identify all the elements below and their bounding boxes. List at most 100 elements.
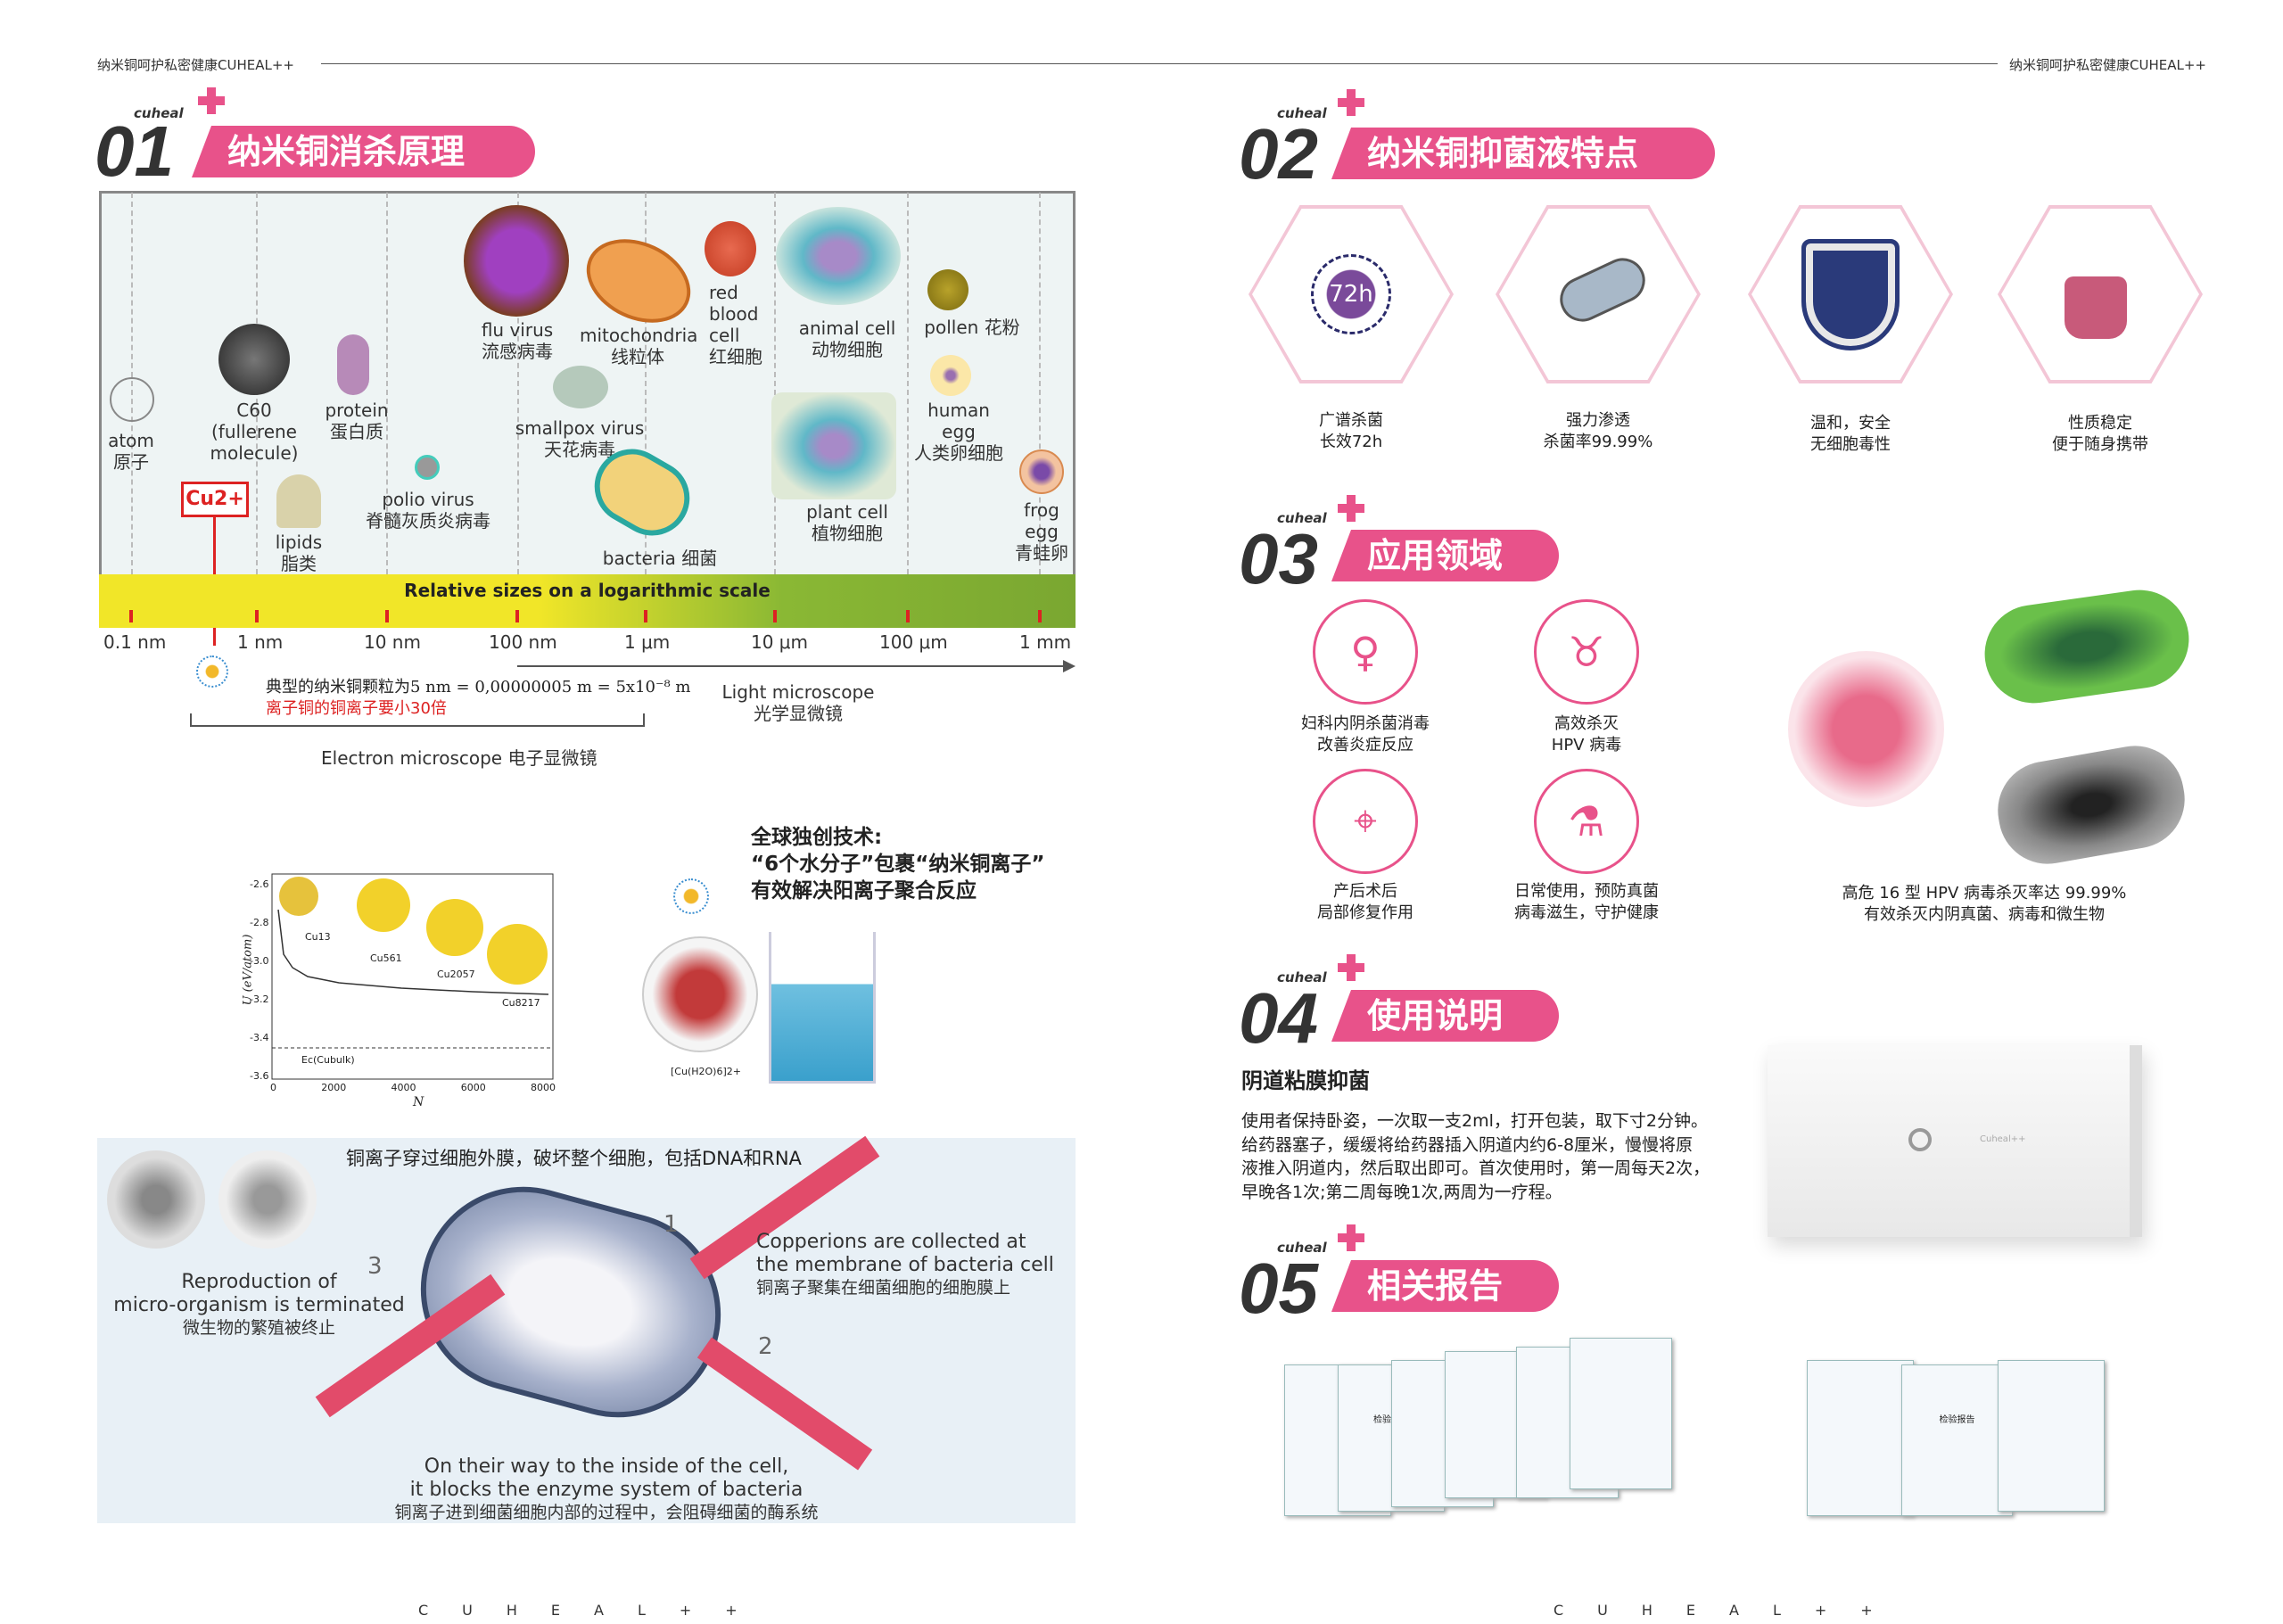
pollen-icon: [927, 269, 968, 310]
section-banner: 纳米铜抑菌液特点: [1331, 128, 1715, 179]
usage-instructions: 使用者保持卧姿，一次取一支2ml，打开包装，取下寸2分钟。给药器塞子，缓缓将给药…: [1241, 1111, 1710, 1202]
global-tech-text: 全球独创技术:“6个水分子”包裹“纳米铜离子”有效解决阳离子聚合反应: [751, 826, 1045, 903]
tick-label: 1 nm: [237, 631, 284, 653]
micrograph-image: [107, 1150, 205, 1249]
uterus-icon: ♉: [1534, 599, 1639, 705]
section-banner: 纳米铜消杀原理: [192, 126, 535, 177]
fullerene-icon: [218, 324, 290, 395]
gridline: [517, 193, 519, 574]
gynecology-icon: ♀: [1313, 599, 1418, 705]
light-microscope-arrow: [517, 665, 1070, 667]
uterus-illustration: [1788, 651, 1944, 807]
frog-egg-icon: [1019, 449, 1064, 494]
daily-use-icon: ⚗: [1534, 769, 1639, 874]
report-title: 检验报告: [1939, 1415, 1975, 1425]
cluster-label: Cu8217: [502, 997, 540, 1009]
section-number: 02: [1239, 114, 1318, 194]
section-number: 05: [1239, 1249, 1318, 1328]
hydrated-copper-ion-icon: [642, 936, 758, 1052]
application-caption: 产后术后局部修复作用: [1317, 882, 1413, 923]
energy-plot: [271, 873, 554, 1080]
section-number: 04: [1239, 978, 1318, 1058]
plus-icon: [1338, 954, 1364, 981]
shield-icon: [1801, 239, 1900, 350]
report-document: [1807, 1360, 1914, 1516]
mechanism-top-text: 铜离子穿过细胞外膜，破坏整个细胞，包括DNA和RNA: [346, 1148, 802, 1169]
tick-label: 10 μm: [751, 631, 809, 653]
feature-caption: 强力渗透杀菌率99.99%: [1543, 411, 1653, 452]
feature-broad-spectrum: [1249, 205, 1454, 383]
cluster-label: Cu13: [305, 931, 331, 943]
electron-bracket: [190, 713, 645, 727]
usage-heading: 阴道粘膜抑菌: [1241, 1068, 1370, 1093]
step-number: 3: [367, 1253, 383, 1280]
tick-mark: [129, 610, 133, 622]
gridline: [1039, 193, 1041, 574]
header-rule: [321, 63, 1998, 64]
beaker-icon: [769, 932, 876, 1084]
brand-small: cuheal: [1277, 510, 1327, 526]
feature-caption: 温和，安全无细胞毒性: [1810, 414, 1891, 455]
cluster-cu13: [279, 877, 318, 916]
y-ticks: -2.6-2.8-3.0-3.2-3.4-3.6: [250, 878, 269, 1082]
report-document: [1998, 1360, 2105, 1512]
feature-caption: 性质稳定便于随身携带: [2052, 414, 2148, 455]
nano-copper-note: 典型的纳米铜颗粒为5 nm = 0,00000005 m = 5x10⁻⁸ m: [266, 678, 691, 697]
hpv-caption: 高危 16 型 HPV 病毒杀灭率达 99.99%有效杀灭内阴真菌、病毒和微生物: [1842, 884, 2127, 925]
application-caption: 妇科内阴杀菌消毒改善炎症反应: [1301, 714, 1430, 755]
tick-mark: [255, 610, 259, 622]
atom-icon: [110, 377, 154, 422]
micrograph-image: [218, 1150, 317, 1249]
tick-mark: [906, 610, 910, 622]
step-number: 2: [758, 1333, 773, 1360]
x-axis-label: N: [413, 1095, 424, 1109]
gridline: [645, 193, 647, 574]
section-banner: 使用说明: [1331, 990, 1559, 1042]
plus-icon: [1338, 1224, 1364, 1251]
section-number: 03: [1239, 519, 1318, 598]
report-document: 检验报告: [1901, 1364, 2013, 1516]
cluster-cu561: [357, 878, 410, 932]
tick-mark: [644, 610, 647, 622]
product-logo-icon: [1908, 1128, 1932, 1151]
cluster-cu2057: [426, 899, 483, 956]
postpartum-icon: ⌖: [1313, 769, 1418, 874]
cluster-label: Cu2057: [437, 969, 475, 980]
tick-mark: [385, 610, 389, 622]
label-c60: C60 (fullerene molecule): [210, 400, 299, 464]
section-banner: 相关报告: [1331, 1260, 1559, 1312]
plus-icon: [1338, 495, 1364, 522]
copper-ion-icon: [673, 878, 709, 914]
cu2-label: Cu2+: [181, 482, 249, 517]
footer-left: CUHEAL++: [418, 1602, 771, 1619]
brand-small: cuheal: [1277, 969, 1327, 985]
bacteria-illustration: [1978, 583, 2196, 710]
virus-illustration: [1990, 738, 2193, 872]
formula-label: [Cu(H2O)6]2+: [671, 1066, 741, 1077]
72h-badge: 72h: [1311, 254, 1391, 334]
flu-virus-icon: [464, 205, 569, 317]
brand-small: cuheal: [134, 105, 184, 121]
protein-icon: [337, 334, 369, 395]
application-caption: 日常使用，预防真菌病毒滋生，守护健康: [1514, 882, 1659, 923]
brand-small: cuheal: [1277, 1240, 1327, 1256]
pouch-icon: [2065, 276, 2127, 339]
label-pollen: pollen 花粉: [924, 317, 1020, 338]
label-bacteria: bacteria 细菌: [602, 548, 718, 569]
step-number: 1: [663, 1211, 679, 1238]
tick-label: 0.1 nm: [103, 631, 167, 653]
size-scale-diagram: [99, 191, 1076, 628]
